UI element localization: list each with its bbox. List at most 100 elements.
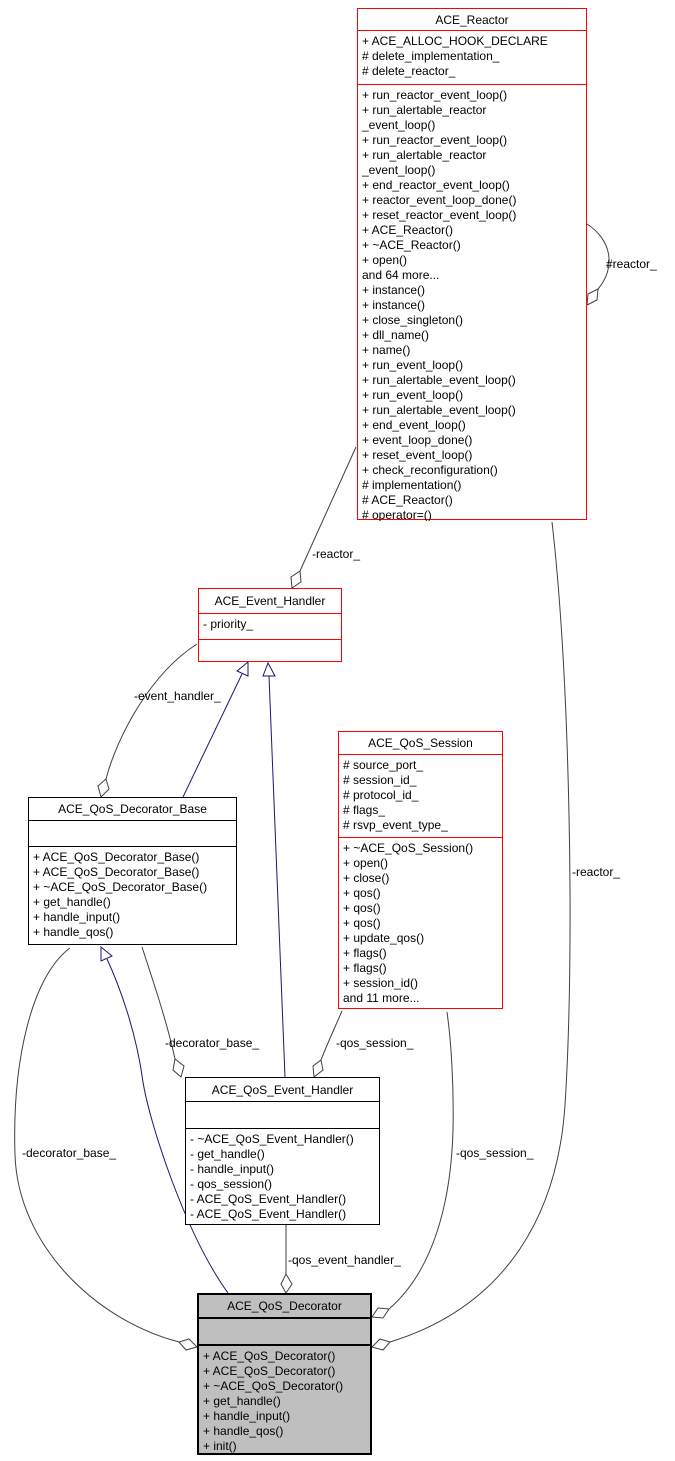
edge-event-handler-reactor	[290, 446, 357, 589]
edge-label-reactor-top: -reactor_	[312, 547, 360, 561]
class-box-ace-qos-event-handler[interactable]: ACE_QoS_Event_Handler - ~ACE_QoS_Event_H…	[185, 1077, 380, 1225]
class-method: + run_alertable_reactor	[362, 103, 487, 117]
inheritance-arrow-icon	[100, 945, 113, 962]
class-method: - ACE_QoS_Event_Handler()	[190, 1207, 347, 1221]
class-title: ACE_Event_Handler	[214, 594, 326, 608]
class-method: + ACE_QoS_Decorator_Base()	[33, 865, 200, 879]
edge-label-qos-session-right: -qos_session_	[456, 1146, 534, 1160]
edge-label-qos-session-mid: -qos_session_	[336, 1036, 414, 1050]
class-attribute: # session_id_	[343, 773, 417, 787]
class-method: + ~ACE_QoS_Session()	[343, 841, 474, 855]
class-method: + ~ACE_QoS_Decorator_Base()	[33, 880, 208, 894]
class-method: + handle_qos()	[203, 1424, 284, 1438]
aggregation-diamond-icon	[97, 778, 110, 798]
class-method: + run_event_loop()	[362, 388, 464, 402]
class-method: + instance()	[362, 298, 426, 312]
aggregation-diamond-icon	[371, 1338, 391, 1351]
class-method: + handle_input()	[33, 910, 121, 924]
class-method: + qos()	[343, 886, 381, 900]
aggregation-diamond-icon	[371, 1307, 390, 1319]
edge-qos-decorator-qos-session	[371, 1011, 454, 1319]
class-box-ace-event-handler[interactable]: ACE_Event_Handler - priority_	[198, 588, 342, 662]
class-method: and 11 more...	[343, 991, 420, 1005]
class-box-ace-qos-decorator: ACE_QoS_Decorator + ACE_QoS_Decorator()+…	[197, 1293, 372, 1455]
class-method: + open()	[362, 253, 408, 267]
class-method: + dll_name()	[362, 328, 430, 342]
class-method: + close_singleton()	[362, 313, 464, 327]
class-methods: + ~ACE_QoS_Session()+ open()+ close()+ q…	[339, 837, 502, 1010]
class-methods: + ACE_QoS_Decorator_Base()+ ACE_QoS_Deco…	[29, 846, 236, 946]
class-method: # implementation()	[362, 478, 462, 492]
class-attribute: + ACE_ALLOC_HOOK_DECLARE	[362, 34, 548, 48]
class-method: # ACE_Reactor()	[362, 493, 453, 507]
class-method: + run_alertable_event_loop()	[362, 403, 516, 417]
class-attribute: # delete_implementation_	[362, 49, 500, 63]
aggregation-diamond-icon	[172, 1058, 185, 1078]
edge-qos-decorator-decorator-base	[14, 947, 198, 1351]
edge-qos-decorator-reactor	[371, 521, 571, 1351]
class-attribute: # delete_reactor_	[362, 64, 456, 78]
class-method: - ~ACE_QoS_Event_Handler()	[190, 1132, 354, 1146]
class-attributes	[199, 1317, 370, 1344]
aggregation-diamond-icon	[586, 288, 599, 306]
class-attribute: # protocol_id_	[343, 788, 419, 802]
class-attributes: + ACE_ALLOC_HOOK_DECLARE# delete_impleme…	[358, 30, 586, 84]
edge-inherit-decorator-base-event-handler	[182, 660, 249, 798]
class-attribute: # source_port_	[343, 758, 424, 772]
edge-label-reactor-right: -reactor_	[572, 865, 620, 879]
edge-inherit-qos-decorator-decorator-base	[100, 945, 229, 1294]
class-method: _event_loop()	[362, 118, 436, 132]
class-box-ace-reactor[interactable]: ACE_Reactor + ACE_ALLOC_HOOK_DECLARE# de…	[357, 8, 587, 521]
class-method: + qos()	[343, 901, 381, 915]
class-method: + run_alertable_event_loop()	[362, 373, 516, 387]
class-methods: + ACE_QoS_Decorator()+ ACE_QoS_Decorator…	[199, 1344, 370, 1455]
class-method: + event_loop_done()	[362, 433, 473, 447]
class-methods	[199, 639, 341, 663]
edge-qos-event-handler-qos-session	[312, 1010, 343, 1078]
class-method: + run_reactor_event_loop()	[362, 133, 508, 147]
class-method: + ACE_QoS_Decorator_Base()	[33, 850, 200, 864]
inheritance-arrow-icon	[236, 660, 249, 677]
class-method: + ~ACE_QoS_Decorator()	[203, 1379, 344, 1393]
class-method: _event_loop()	[362, 163, 436, 177]
class-method: + get_handle()	[203, 1394, 281, 1408]
class-method: + session_id()	[343, 976, 419, 990]
edge-decorator-base-event-handler	[97, 643, 198, 798]
class-method: + get_handle()	[33, 895, 111, 909]
class-method: + init()	[203, 1439, 237, 1453]
class-method: - ACE_QoS_Event_Handler()	[190, 1192, 347, 1206]
class-attributes	[186, 1101, 379, 1128]
class-method: + ACE_QoS_Decorator()	[203, 1349, 336, 1363]
class-method: + handle_qos()	[33, 925, 114, 939]
edge-label-reactor-self: #reactor_	[606, 257, 657, 271]
class-title: ACE_Reactor	[435, 12, 509, 27]
aggregation-diamond-icon	[312, 1059, 324, 1078]
class-method: + ACE_QoS_Decorator()	[203, 1364, 336, 1378]
class-box-ace-qos-decorator-base[interactable]: ACE_QoS_Decorator_Base + ACE_QoS_Decorat…	[28, 797, 237, 945]
class-method: + ACE_Reactor()	[362, 223, 454, 237]
class-method: + run_alertable_reactor	[362, 148, 487, 162]
class-method: + check_reconfiguration()	[362, 463, 498, 477]
edge-label-event-handler: -event_handler_	[134, 689, 221, 703]
class-method: + close()	[343, 871, 390, 885]
edge-label-decorator-base-left: -decorator_base_	[22, 1146, 116, 1160]
class-methods: - ~ACE_QoS_Event_Handler()- get_handle()…	[186, 1128, 379, 1226]
class-method: - handle_input()	[190, 1162, 275, 1176]
class-method: + reactor_event_loop_done()	[362, 193, 517, 207]
class-title: ACE_QoS_Session	[368, 736, 473, 750]
class-box-ace-qos-session[interactable]: ACE_QoS_Session # source_port_# session_…	[338, 731, 503, 1009]
class-method: # operator=()	[362, 508, 432, 521]
aggregation-diamond-icon	[178, 1338, 198, 1351]
class-method: + name()	[362, 343, 411, 357]
class-attributes: # source_port_# session_id_# protocol_id…	[339, 754, 502, 837]
edge-label-decorator-base-mid: -decorator_base_	[165, 1036, 259, 1050]
class-method: - qos_session()	[190, 1177, 273, 1191]
class-attribute: # rsvp_event_type_	[343, 818, 448, 832]
class-method: + reset_event_loop()	[362, 448, 473, 462]
edge-qos-decorator-qos-event-handler	[280, 1225, 293, 1294]
class-method: + ~ACE_Reactor()	[362, 238, 461, 252]
class-method: and 64 more...	[362, 268, 440, 282]
class-method: + run_event_loop()	[362, 358, 464, 372]
